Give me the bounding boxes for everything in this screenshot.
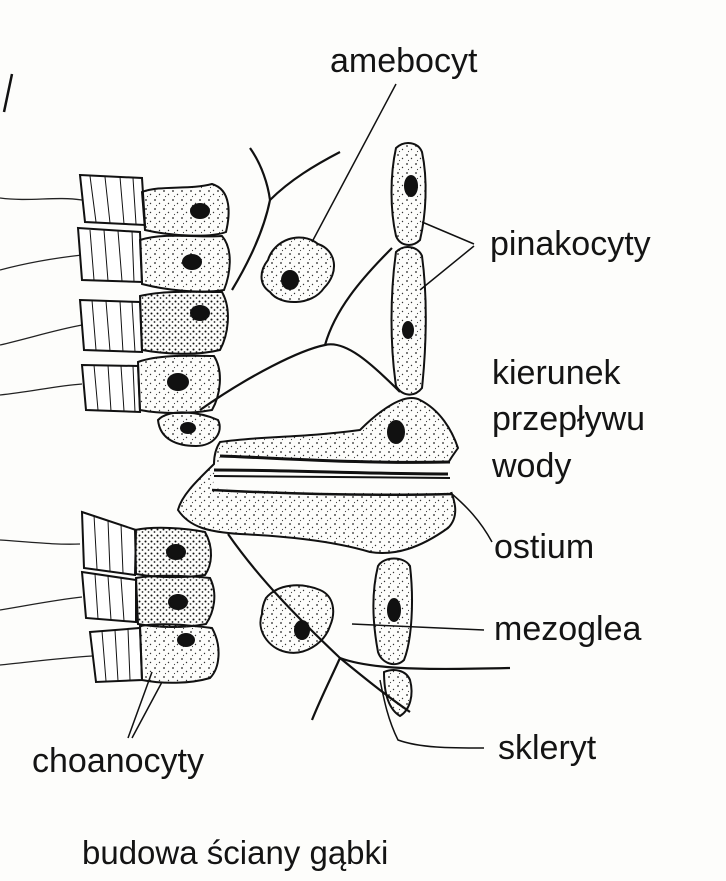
stray-mark — [2, 73, 14, 113]
pointer-lines — [127, 83, 493, 749]
label-flow-line1: kierunek — [492, 354, 621, 392]
figure-caption: budowa ściany gąbki — [82, 834, 389, 871]
label-pinakocyty: pinakocyty — [490, 225, 651, 263]
amebocyt-pointer — [311, 83, 397, 243]
mezoglea-pointer — [351, 623, 485, 631]
spicules-upper — [199, 147, 401, 411]
choanocyte-body — [140, 182, 230, 237]
pinakocyty-pointer-1 — [421, 221, 475, 245]
label-flow-line3: wody — [492, 447, 572, 485]
amebocyte-cell-lower — [259, 584, 335, 654]
choanocyte-group-upper — [76, 173, 231, 414]
choanocyte-group-lower — [80, 510, 220, 684]
skleryt-pointer — [379, 679, 485, 749]
amebocyte-cell — [260, 236, 335, 304]
choanocyty-pointer-1 — [127, 671, 153, 739]
label-skleryt: skleryt — [498, 729, 597, 767]
label-ostium: ostium — [494, 528, 595, 566]
small-cell — [156, 411, 221, 448]
label-mezoglea: mezoglea — [494, 610, 642, 648]
spicules-lower — [227, 533, 511, 721]
flagella — [0, 197, 93, 666]
pinakocyte-column — [390, 142, 427, 396]
ostium-channel — [212, 456, 452, 493]
ostium-cell — [176, 397, 460, 554]
pinakocyte-lower — [372, 557, 413, 718]
label-amebocyt: amebocyt — [330, 42, 478, 80]
pinakocyty-pointer-2 — [419, 245, 475, 291]
label-choanocyty: choanocyty — [32, 742, 204, 780]
ostium-pointer — [451, 493, 493, 543]
choanocyty-pointer-2 — [131, 681, 163, 739]
label-flow-line2: przepływu — [492, 400, 646, 438]
